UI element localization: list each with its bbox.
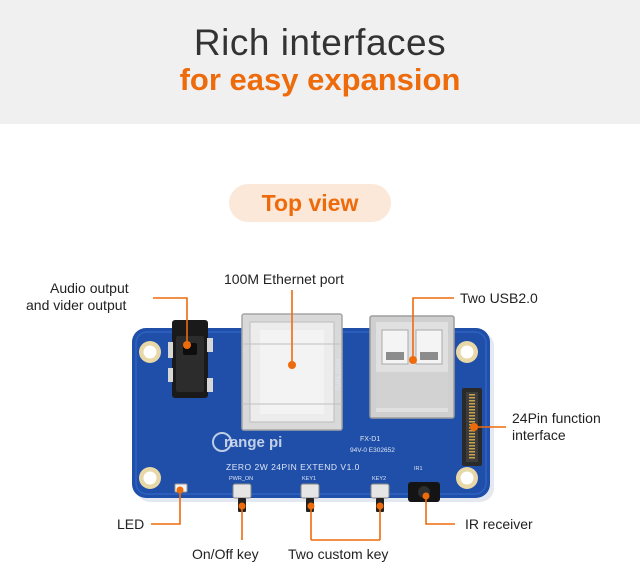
label-24pin-line1: 24Pin function [512,410,601,426]
dot-led [176,486,184,494]
label-audio-line1: Audio output [50,280,129,296]
page-subtitle: for easy expansion [179,62,461,97]
dot-usb [409,356,417,364]
dot-audio [183,341,191,349]
dot-key1 [307,502,315,510]
section-title: Top view [261,189,359,216]
section-pill: Top view [229,184,391,222]
leader-usb [412,297,454,360]
silk-ir1: IR1 [414,466,423,472]
mounting-hole-bottom-left [139,467,161,489]
label-audio-line2: and vider output [26,297,127,313]
silk-key1: KEY1 [302,476,316,482]
leader-dots [176,341,478,510]
leader-ir [425,496,455,525]
label-24pin-line2: interface [512,427,566,443]
mounting-hole-top-right [456,341,478,363]
mounting-hole-top-left [139,341,161,363]
dot-24pin [470,423,478,431]
brand-logo-icon [212,432,232,452]
dot-key2 [376,502,384,510]
dot-ir [422,492,430,500]
leader-audio [153,297,188,345]
silk-fx: FX-D1 [360,436,380,443]
label-audio-2: and vider output [26,297,126,314]
silk-model: ZERO 2W 24PIN EXTEND V1.0 [226,462,360,472]
leader-lines [151,290,506,541]
silk-cert: 94V-0 E302652 [350,447,395,454]
silkscreen: RJ45-100M range pi ZERO 2W 24PIN EXTEND … [224,359,423,482]
mounting-hole-bottom-right [456,467,478,489]
label-ethernet: 100M Ethernet port [224,271,344,287]
label-onoff: On/Off key [192,546,259,562]
leader-led [151,490,181,525]
label-led: LED [117,516,145,532]
ethernet-port [241,313,343,431]
label-audio: Audio output [50,280,129,297]
silk-key2: KEY2 [372,476,386,482]
label-ir: IR receiver [465,516,533,532]
label-custom: Two custom key [288,546,389,562]
silk-rj45: RJ45-100M [336,359,342,390]
silk-pwr: PWR_ON [229,476,253,482]
label-24pin: 24Pin function interface [512,410,601,444]
usb-ports [369,315,455,419]
ir-receiver [408,482,440,502]
silk-brand: range pi [224,434,282,451]
dot-ethernet [288,361,296,369]
label-usb: Two USB2.0 [460,290,538,306]
audio-jack [168,320,213,398]
page-title: Rich interfaces [193,22,447,63]
header-banner: Rich interfaces for easy expansion [0,0,640,124]
dot-onoff [238,502,246,510]
